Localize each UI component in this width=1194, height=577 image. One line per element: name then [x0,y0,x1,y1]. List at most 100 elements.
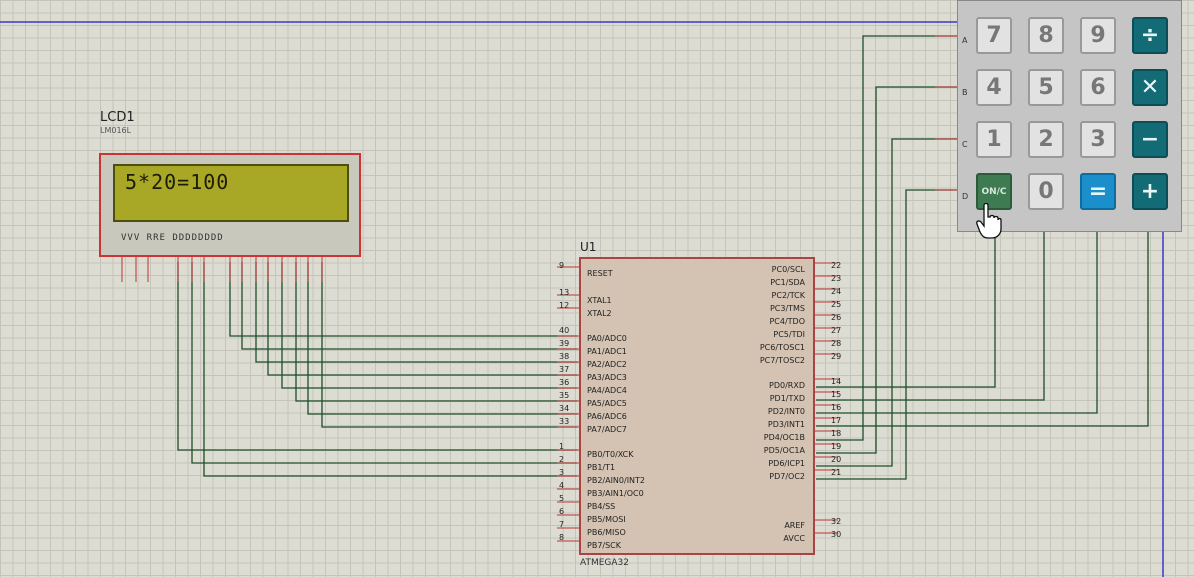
wire [816,232,1098,414]
chip-pin-number-left: 12 [559,301,570,310]
chip-pin-label-left: PA0/ADC0 [587,334,627,343]
chip-pin-label-left: PA5/ADC5 [587,399,627,408]
chip-pin-number-right: 20 [831,455,842,464]
wire [816,232,996,388]
keypad-key-on-clear[interactable]: ON/C [976,173,1012,210]
wire [191,262,577,464]
keypad-key-7[interactable]: 7 [976,17,1012,54]
chip-pin-label-right: PD5/OC1A [763,446,805,455]
chip-pin-number-left: 33 [559,417,570,426]
lcd-screen: 5*20=100 [113,164,349,222]
chip-pin-number-left: 6 [559,507,565,516]
chip-pin-number-left: 3 [559,468,565,477]
hand-pointer-icon [976,202,1002,243]
chip-pin-number-left: 36 [559,378,570,387]
keypad-key-operator-31[interactable]: ✕ [1132,69,1168,106]
keypad-key-equals[interactable]: = [1080,173,1116,210]
chip-pin-label-right: PD7/OC2 [769,472,805,481]
wire [816,232,1149,427]
chip-pin-number-right: 17 [831,416,842,425]
keypad-key-2[interactable]: 2 [1028,121,1064,158]
chip-pin-number-right: 32 [831,517,842,526]
chip-pin-label-right: PC6/TOSC1 [759,343,805,352]
chip-pin-label-left: RESET [587,269,613,278]
keypad-key-4[interactable]: 4 [976,69,1012,106]
chip-pin-number-right: 16 [831,403,842,412]
chip-pin-number-left: 40 [559,326,570,335]
chip-pin-number-left: 13 [559,288,570,297]
chip-pin-label-left: PA7/ADC7 [587,425,627,434]
chip-pin-label-right: PC4/TDO [769,317,805,326]
keypad-key-1[interactable]: 1 [976,121,1012,158]
chip-pin-label-left: PB3/AIN1/OC0 [587,489,644,498]
chip-pin-number-left: 38 [559,352,570,361]
lcd-display-text: 5*20=100 [125,170,230,194]
chip-pin-label-right: PC5/TDI [773,330,805,339]
chip-pin-number-left: 8 [559,533,565,542]
wire [241,262,577,350]
chip-pin-number-right: 15 [831,390,842,399]
keypad-key-operator-33[interactable]: + [1132,173,1168,210]
chip-pin-number-left: 7 [559,520,565,529]
keypad-key-8[interactable]: 8 [1028,17,1064,54]
chip-pin-number-right: 18 [831,429,842,438]
wire [295,262,577,402]
keypad-key-0[interactable]: 0 [1028,173,1064,210]
chip-pin-label-left: PB7/SCK [587,541,622,550]
lcd-model-label: LM016L [100,126,132,135]
keypad-row-label: A [962,36,968,45]
keypad-key-operator-30[interactable]: ÷ [1132,17,1168,54]
lcd-component[interactable]: 5*20=100 VVV RRE DDDDDDDD [99,153,361,257]
keypad-key-6[interactable]: 6 [1080,69,1116,106]
chip-pin-number-left: 39 [559,339,570,348]
chip-pin-label-right: PC7/TOSC2 [759,356,805,365]
chip-pin-number-right: 26 [831,313,842,322]
keypad-key-5[interactable]: 5 [1028,69,1064,106]
keypad-row-label: C [962,140,968,149]
chip-pin-number-left: 2 [559,455,565,464]
wire [267,262,577,376]
wire [816,189,957,480]
chip-pin-number-left: 5 [559,494,565,503]
chip-pin-number-right: 23 [831,274,842,283]
chip-pin-label-left: PA3/ADC3 [587,373,627,382]
chip-pin-label-right: PD4/OC1B [763,433,805,442]
keypad-row-label: B [962,88,968,97]
chip-pin-label-left: PB0/T0/XCK [587,450,634,459]
chip-pin-label-left: PB5/MOSI [587,515,626,524]
chip-pin-number-right: 28 [831,339,842,348]
chip-pin-label-right: PC2/TCK [771,291,805,300]
chip-pin-number-right: 29 [831,352,842,361]
chip-pin-number-right: 30 [831,530,842,539]
chip-pin-number-left: 1 [559,442,565,451]
chip-pin-label-left: PB6/MISO [587,528,626,537]
keypad-key-3[interactable]: 3 [1080,121,1116,158]
lcd-ref-label: LCD1 [100,110,135,125]
chip-pin-label-left: PB4/SS [587,502,616,511]
chip-pin-label-right: PD0/RXD [769,381,805,390]
keypad-key-operator-32[interactable]: − [1132,121,1168,158]
chip-pin-number-left: 4 [559,481,565,490]
chip-pin-label-right: PC0/SCL [771,265,805,274]
chip-pin-number-right: 22 [831,261,842,270]
wire [307,262,577,415]
wire [321,262,577,428]
chip-model-label: ATMEGA32 [580,558,629,568]
keypad-key-9[interactable]: 9 [1080,17,1116,54]
wire [203,262,577,477]
chip-pin-label-right: AVCC [783,534,805,543]
chip-ref-label: U1 [580,240,597,254]
wire [281,262,577,389]
chip-pin-label-right: PC3/TMS [769,304,805,313]
wire [177,262,577,451]
wire [816,35,957,441]
chip-pin-number-right: 21 [831,468,842,477]
wire [816,232,1045,401]
chip-pin-label-left: PB1/T1 [587,463,616,472]
chip-pin-label-left: PA4/ADC4 [587,386,627,395]
chip-pin-label-left: XTAL2 [587,309,612,318]
